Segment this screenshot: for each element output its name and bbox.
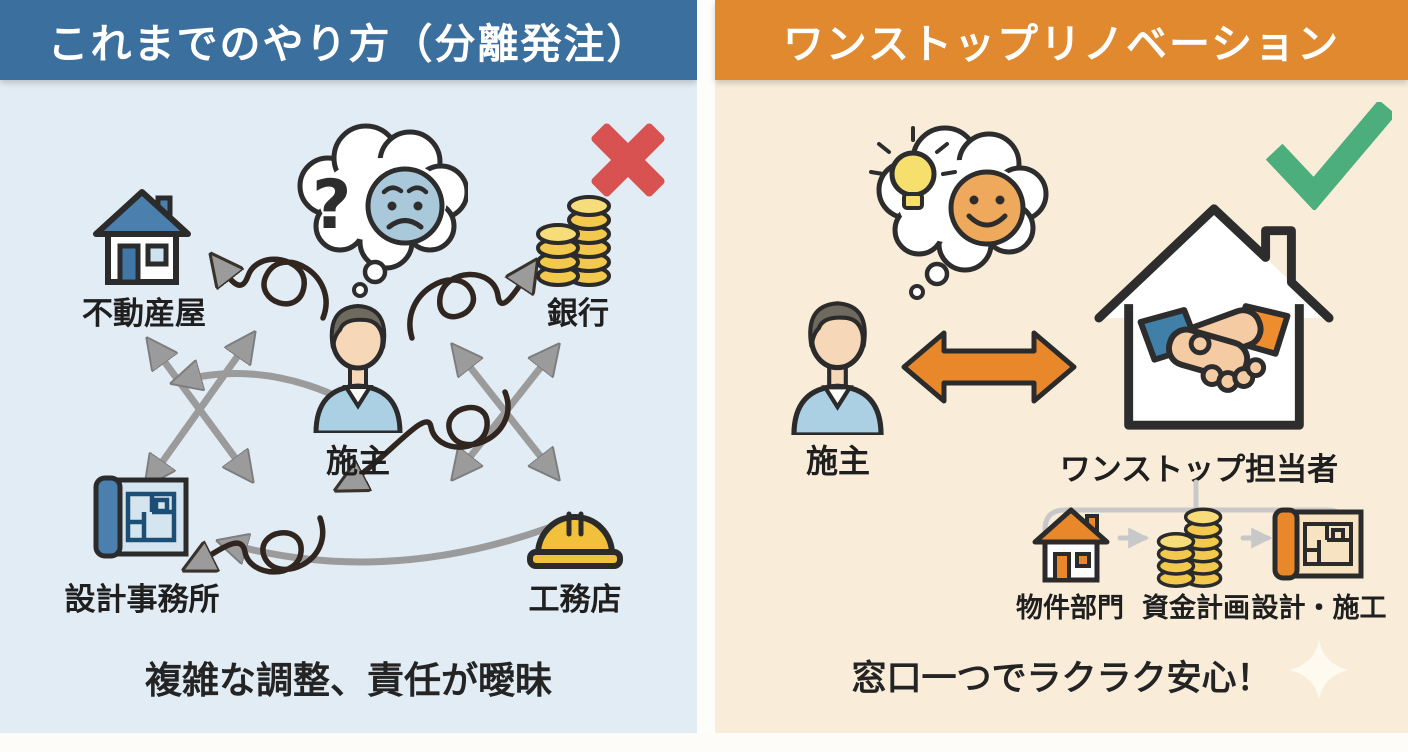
lightbulb-icon (869, 126, 957, 210)
panel-traditional-body: ? (0, 80, 697, 733)
panel-divider (697, 0, 715, 733)
right-caption: 窓口一つでラクラク安心！ (851, 659, 1272, 699)
node-bank-label: 銀行 (547, 296, 609, 332)
sparkle-icon (1289, 640, 1349, 700)
sub-property-label: 物件部門 (1016, 593, 1124, 624)
helmet-icon (527, 511, 623, 569)
confused-thought-bubble: ? (297, 123, 468, 298)
bracket-connector (1042, 479, 1350, 549)
node-builder-label: 工務店 (528, 582, 622, 618)
double-arrow-icon (901, 330, 1077, 404)
owner-label: 施主 (325, 442, 391, 480)
person-icon (313, 303, 403, 433)
node-design-office-label: 設計事務所 (64, 582, 220, 618)
sub-design-build-label: 設計・施工 (1251, 593, 1387, 624)
house-icon (1032, 507, 1110, 583)
coins-icon (1156, 507, 1223, 588)
node-realtor-label: 不動産屋 (82, 296, 206, 332)
left-caption: 複雑な調整、責任が曖昧 (145, 659, 552, 702)
panel-traditional-title: これまでのやり方（分離発注） (0, 0, 697, 80)
happy-thought-bubble (869, 125, 1049, 300)
bottom-strip (0, 733, 1408, 752)
question-mark-icon: ? (312, 166, 351, 245)
panel-onestop-body: 施主 (715, 80, 1408, 733)
smiley-face-icon (948, 169, 1026, 247)
handshake-house-icon (1094, 204, 1334, 430)
check-icon (1265, 102, 1392, 210)
panel-traditional: これまでのやり方（分離発注） (0, 0, 697, 733)
person-icon (791, 301, 884, 435)
cross-icon (591, 123, 665, 197)
hub-label: ワンストップ担当者 (1059, 452, 1339, 488)
blueprint-icon (1272, 507, 1364, 581)
worried-face-icon (365, 166, 445, 246)
owner-label: 施主 (805, 442, 871, 480)
handshake-icon (1137, 303, 1291, 393)
panel-onestop-title: ワンストップリノベーション (715, 0, 1408, 80)
sub-finance-label: 資金計画 (1142, 593, 1250, 624)
blueprint-icon (93, 475, 189, 559)
panel-onestop: ワンストップリノベーション (715, 0, 1408, 733)
house-icon (93, 189, 191, 285)
coins-icon (536, 195, 611, 287)
